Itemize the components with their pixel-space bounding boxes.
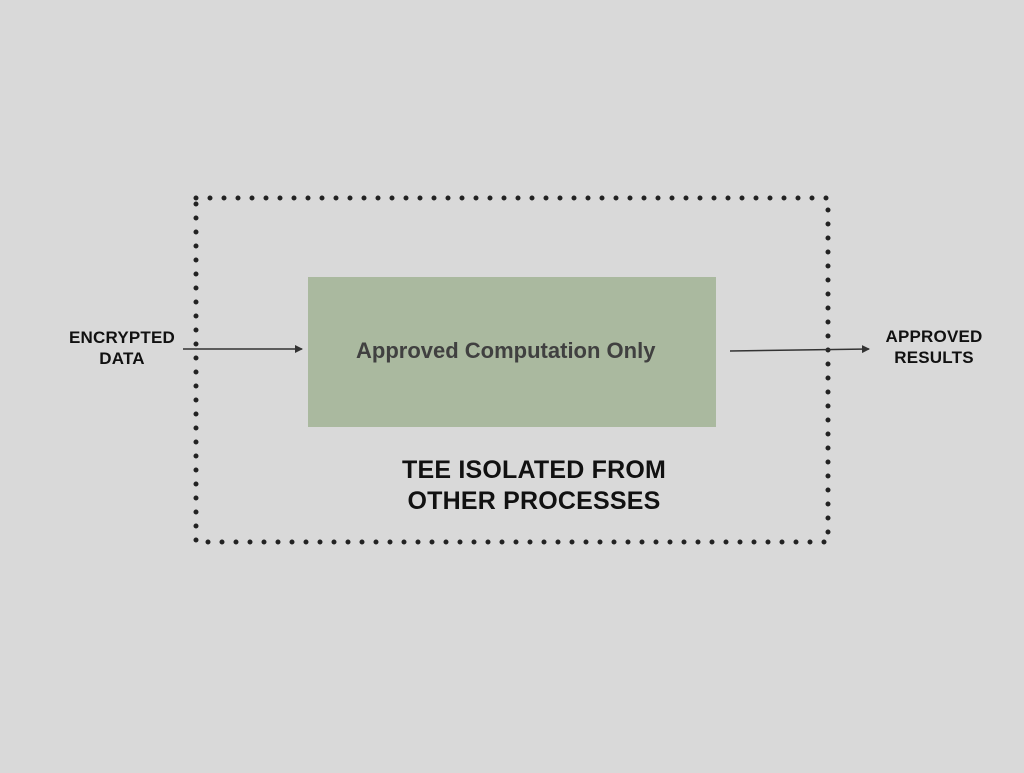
tee-isolation-caption: TEE ISOLATED FROM OTHER PROCESSES: [364, 455, 704, 517]
approved-computation-box: Approved Computation Only: [308, 277, 716, 427]
tee-boundary: [193, 195, 831, 545]
encrypted-data-label-line2: DATA: [99, 349, 145, 368]
output-arrow-icon: [729, 345, 870, 354]
encrypted-data-label: ENCRYPTED DATA: [56, 327, 188, 369]
approved-results-label: APPROVED RESULTS: [872, 326, 996, 368]
tee-isolation-caption-line2: OTHER PROCESSES: [407, 487, 661, 515]
approved-results-label-line1: APPROVED: [885, 327, 983, 346]
encrypted-data-label-line1: ENCRYPTED: [68, 328, 176, 347]
approved-computation-label: Approved Computation Only: [356, 338, 656, 363]
tee-isolation-caption-line1: TEE ISOLATED FROM: [401, 456, 667, 484]
approved-results-label-line2: RESULTS: [894, 348, 974, 367]
